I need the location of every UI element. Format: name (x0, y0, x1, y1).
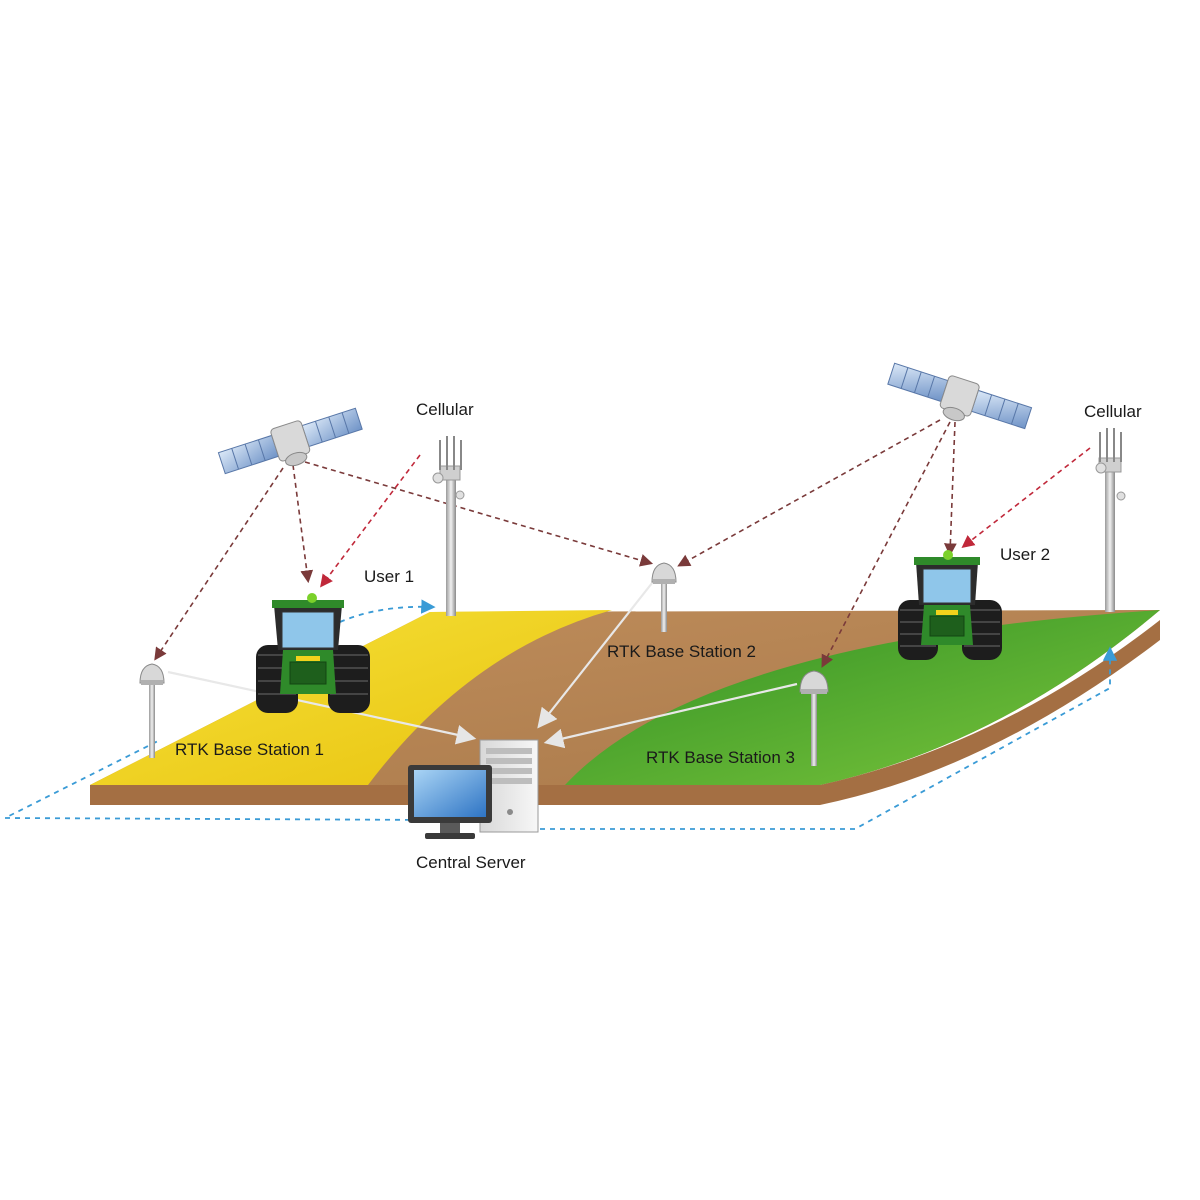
signal-sat1-rtk2 (304, 461, 654, 567)
signal-cell1-user1 (320, 454, 421, 588)
signal-sat2-user2 (943, 421, 957, 557)
signal-sat2-rtk2 (677, 419, 941, 567)
user-1-label: User 1 (364, 567, 415, 586)
data-links (167, 577, 798, 749)
rtk-base-station-1-label: RTK Base Station 1 (175, 740, 324, 759)
cellular-label-left: Cellular (416, 400, 474, 419)
link-rtk1-server (167, 670, 477, 745)
gnss-antenna-icon-rtk3 (799, 670, 829, 766)
link-rtk2-server (537, 577, 657, 729)
satellite-icon-right (887, 362, 1033, 430)
cellular-label-right: Cellular (1084, 402, 1142, 421)
gnss-signals (154, 419, 957, 668)
signal-sat1-rtk1 (154, 467, 284, 661)
gnss-antenna-icon-rtk1 (139, 663, 165, 758)
network-links (4, 599, 1118, 830)
satellite-icon-left (217, 407, 363, 475)
rtk-base-station-2-label: RTK Base Station 2 (607, 642, 756, 661)
network-link-left (4, 739, 441, 821)
user-2-label: User 2 (1000, 545, 1051, 564)
tractor-icon-user2 (898, 550, 1002, 660)
signal-cell2-user2 (961, 447, 1091, 548)
link-rtk3-server (543, 682, 798, 749)
soil-front-face (90, 620, 1160, 805)
cellular-signals (320, 447, 1091, 588)
central-server-label: Central Server (416, 853, 526, 872)
gnss-antenna-icon-rtk2 (651, 562, 677, 632)
cellular-tower-icon-left (432, 436, 465, 616)
network-link-user1 (339, 599, 436, 623)
computer-icon (408, 739, 539, 839)
cellular-tower-icon-right (1095, 428, 1126, 612)
network-link-right (540, 646, 1118, 830)
signal-sat1-user1 (292, 464, 314, 584)
field-green (565, 610, 1160, 785)
tractor-icon-user1 (256, 593, 370, 713)
signal-sat2-rtk3 (821, 421, 951, 668)
rtk-base-station-3-label: RTK Base Station 3 (646, 748, 795, 767)
